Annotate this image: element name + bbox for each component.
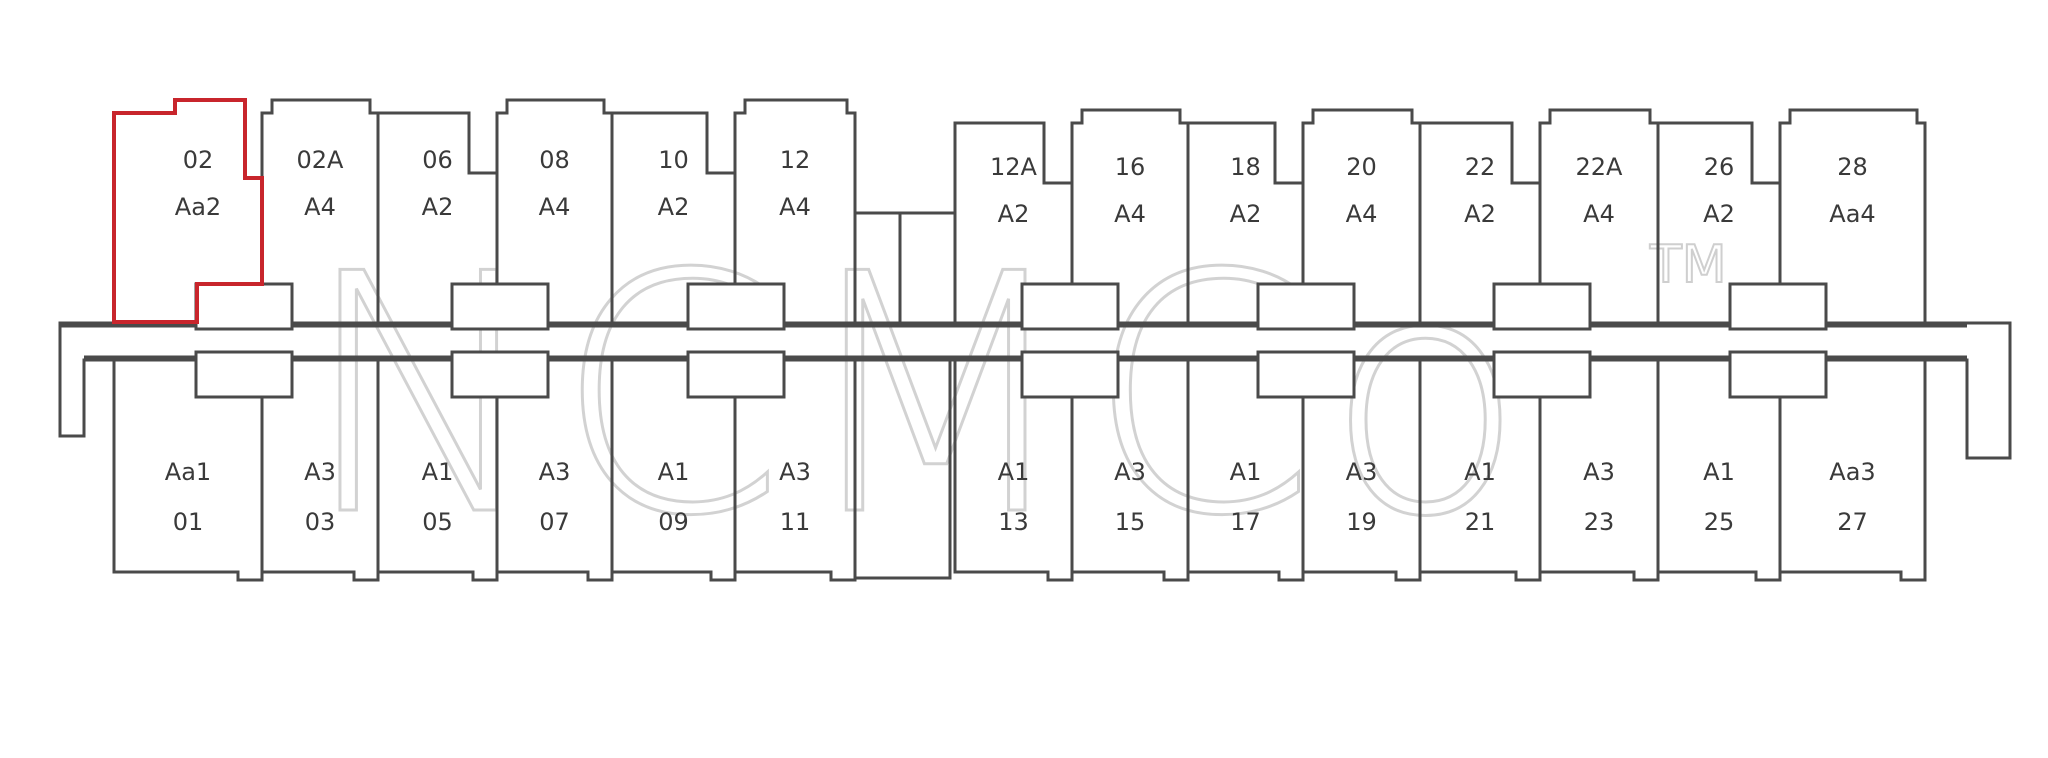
unit-number: 21 — [1465, 508, 1496, 536]
unit-type: A1 — [1703, 458, 1735, 486]
unit-wall — [1778, 360, 1927, 582]
unit-number: 05 — [422, 508, 453, 536]
unit-number: 15 — [1115, 508, 1146, 536]
unit-number: 20 — [1346, 153, 1377, 181]
unit-number: 13 — [998, 508, 1029, 536]
unit-17[interactable]: A1 17 — [1186, 360, 1305, 582]
unit-type: A3 — [539, 458, 571, 486]
unit-number: 22A — [1576, 153, 1624, 181]
unit-number: 28 — [1837, 153, 1868, 181]
unit-02A[interactable]: 02A A4 — [260, 98, 380, 322]
unit-number: 07 — [539, 508, 570, 536]
lift-core-top — [1256, 282, 1356, 331]
corridor-outline — [58, 321, 2012, 460]
unit-number: 16 — [1115, 153, 1146, 181]
unit-number: 02 — [183, 146, 214, 174]
lift-core-top — [1728, 282, 1828, 331]
unit-number: 03 — [305, 508, 336, 536]
unit-wall — [733, 360, 857, 582]
lift-core-top — [1492, 282, 1592, 331]
unit-number: 17 — [1230, 508, 1261, 536]
unit-number: 11 — [780, 508, 811, 536]
watermark-trademark: TM — [1649, 235, 1727, 295]
unit-type: A2 — [1703, 200, 1735, 228]
lift-core-bottom — [450, 350, 550, 399]
unit-type: A1 — [1230, 458, 1262, 486]
unit-type: A1 — [422, 458, 454, 486]
unit-type: A3 — [779, 458, 811, 486]
unit-number: 06 — [422, 146, 453, 174]
unit-type: Aa1 — [165, 458, 211, 486]
unit-type: A2 — [998, 200, 1030, 228]
lift-core-bottom — [1020, 350, 1120, 399]
unit-type: A4 — [779, 193, 811, 221]
unit-type: A1 — [998, 458, 1030, 486]
unit-number: 23 — [1584, 508, 1615, 536]
unit-27[interactable]: Aa3 27 — [1778, 360, 1927, 582]
unit-01[interactable]: Aa1 01 — [112, 360, 264, 582]
unit-wall — [1778, 108, 1927, 322]
lift-core-bottom — [1728, 350, 1828, 399]
unit-type: Aa3 — [1829, 458, 1875, 486]
unit-type: A4 — [1583, 200, 1615, 228]
unit-type: A2 — [422, 193, 454, 221]
unit-type: A3 — [304, 458, 336, 486]
unit-type: A1 — [658, 458, 690, 486]
unit-type: A4 — [1346, 200, 1378, 228]
top-unit-row: 02Aa202AA406A208A410A212A412AA216A418A22… — [175, 98, 1927, 322]
lift-core-bottom — [1256, 350, 1356, 399]
unit-type: A4 — [304, 193, 336, 221]
unit-wall — [733, 98, 857, 322]
bottom-unit-row: Aa1 01 A3 03 A1 05 A3 07 A1 09 A3 11 A1 13 A3 15 A1 17 A3 1… — [112, 360, 1927, 582]
unit-number: 01 — [173, 508, 204, 536]
unit-number: 02A — [297, 146, 345, 174]
unit-07[interactable]: A3 07 — [495, 360, 614, 582]
unit-type: Aa2 — [175, 193, 221, 221]
unit-number: 12A — [990, 153, 1038, 181]
lift-core-bottom — [1492, 350, 1592, 399]
lift-core-bottom — [194, 350, 294, 399]
unit-number: 27 — [1837, 508, 1868, 536]
unit-11[interactable]: A3 11 — [733, 360, 857, 582]
unit-type: A1 — [1464, 458, 1496, 486]
unit-number: 18 — [1230, 153, 1261, 181]
lift-core-bottom — [686, 350, 786, 399]
unit-type: A2 — [1230, 200, 1262, 228]
lift-core-top — [194, 282, 294, 331]
lift-core-row — [194, 282, 1828, 399]
unit-number: 19 — [1346, 508, 1377, 536]
lift-core-top — [686, 282, 786, 331]
lift-core-top — [1020, 282, 1120, 331]
unit-type: A3 — [1583, 458, 1615, 486]
unit-number: 22 — [1465, 153, 1496, 181]
lift-core-top — [450, 282, 550, 331]
unit-number: 25 — [1704, 508, 1735, 536]
unit-number: 12 — [780, 146, 811, 174]
unit-type: A3 — [1346, 458, 1378, 486]
unit-type: A2 — [658, 193, 690, 221]
unit-type: A3 — [1114, 458, 1146, 486]
highlighted-unit-outline — [112, 98, 264, 324]
unit-number: 08 — [539, 146, 570, 174]
unit-number: 26 — [1704, 153, 1735, 181]
unit-number: 10 — [658, 146, 689, 174]
unit-type: A4 — [539, 193, 571, 221]
unit-number: 09 — [658, 508, 689, 536]
unit-type: A2 — [1464, 200, 1496, 228]
unit-type: Aa4 — [1829, 200, 1875, 228]
unit-type: A4 — [1114, 200, 1146, 228]
